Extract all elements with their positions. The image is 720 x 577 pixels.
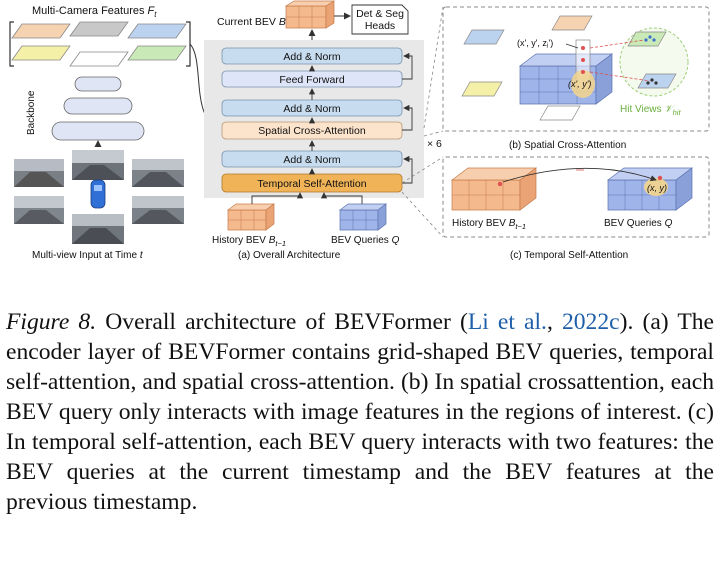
projection-line bbox=[589, 71, 651, 82]
sample-point bbox=[497, 181, 503, 187]
figure-diagram: Multi-Camera Features Ft Backbone Multi-… bbox=[9, 0, 710, 261]
input-label: Multi-view Input at Time t bbox=[32, 250, 144, 261]
query-highlight bbox=[571, 70, 595, 98]
view-plane bbox=[551, 15, 593, 31]
heads-line2: Heads bbox=[365, 20, 395, 32]
reference-point bbox=[581, 70, 585, 74]
feature-plane bbox=[127, 45, 187, 61]
zoom-line bbox=[401, 156, 444, 184]
feature-plane bbox=[69, 51, 129, 67]
backbone-label: Backbone bbox=[26, 90, 37, 135]
point-2d-label: (x', y') bbox=[568, 79, 591, 89]
panel-b: (x', y', zⱼ') (x', y') Hit Views 𝒱hit (b… bbox=[423, 6, 710, 151]
temporal-arrow bbox=[502, 167, 657, 183]
sample-point bbox=[657, 175, 663, 181]
zoom-line bbox=[423, 6, 444, 129]
caption-cite-sep: , bbox=[546, 309, 562, 335]
reference-point bbox=[581, 46, 585, 50]
ego-car-window bbox=[94, 185, 102, 191]
figure-caption: Figure 8. Overall architecture of BEVFor… bbox=[6, 307, 714, 517]
layer-temporal-self-attention-label: Temporal Self-Attention bbox=[257, 178, 366, 190]
point-3d-pointer bbox=[565, 43, 579, 49]
panel-c-frame bbox=[442, 156, 710, 238]
backbone-layer bbox=[74, 76, 122, 92]
panel-c-caption: (c) Temporal Self-Attention bbox=[510, 250, 628, 261]
view-plane bbox=[463, 29, 505, 45]
history-input-arrow bbox=[251, 192, 304, 204]
right-brace bbox=[186, 21, 191, 67]
panel-c: (x, y) History BEV Bt−1 BEV Queries Q (c… bbox=[401, 156, 710, 261]
reference-point bbox=[581, 58, 585, 62]
layer-add-norm-3 bbox=[221, 47, 403, 65]
layer-feed-forward-label: Feed Forward bbox=[279, 74, 345, 86]
point-3d-label: (x', y', zⱼ') bbox=[517, 38, 553, 48]
panel-c-history-label: History BEV Bt−1 bbox=[452, 218, 526, 231]
query-highlight bbox=[644, 178, 668, 196]
feature-plane bbox=[127, 23, 187, 39]
history-bev-label: History BEV Bt−1 bbox=[212, 235, 286, 248]
heads-line1: Det & Seg bbox=[356, 8, 404, 20]
backbone-layer bbox=[51, 121, 145, 141]
history-bev-grid bbox=[226, 203, 276, 231]
citation-link-author[interactable]: Li et al. bbox=[467, 309, 547, 335]
panel-b-frame bbox=[442, 6, 710, 132]
citation-link-year[interactable]: 2022c bbox=[561, 309, 620, 335]
panel-c-point-label: (x, y) bbox=[647, 183, 667, 193]
current-bev-label: Current BEV Bt bbox=[217, 16, 289, 30]
residual-arrow bbox=[402, 104, 413, 131]
left-panel: Multi-Camera Features Ft Backbone Multi-… bbox=[9, 5, 191, 261]
heads-box bbox=[351, 4, 409, 35]
view-plane bbox=[539, 105, 581, 121]
zoom-line bbox=[401, 191, 444, 238]
queries-input-arrow bbox=[320, 192, 363, 204]
panel-c-queries-label: BEV Queries Q bbox=[604, 218, 673, 229]
caption-text-1: Overall architecture of BEVFormer ( bbox=[96, 309, 468, 335]
panel-c-history-block bbox=[450, 167, 538, 211]
view-plane bbox=[461, 81, 503, 97]
ego-car-icon bbox=[90, 179, 106, 209]
bev-queries-label: BEV Queries Q bbox=[331, 235, 400, 246]
layer-add-norm-1-label: Add & Norm bbox=[283, 154, 340, 166]
current-bev-grid bbox=[284, 0, 336, 29]
caption-lead: Figure 8. bbox=[6, 309, 97, 335]
bev-queries-grid bbox=[338, 203, 388, 231]
zoom-line bbox=[423, 130, 444, 137]
feature-plane bbox=[69, 21, 129, 37]
backbone-layer bbox=[63, 97, 133, 115]
layer-spatial-cross-attention-label: Spatial Cross-Attention bbox=[258, 125, 366, 137]
features-title: Multi-Camera Features Ft bbox=[32, 5, 157, 19]
panel-b-caption: (b) Spatial Cross-Attention bbox=[509, 140, 626, 151]
panel-a-caption: (a) Overall Architecture bbox=[238, 250, 341, 261]
panel-b-bev-block bbox=[518, 53, 614, 105]
feature-plane bbox=[11, 45, 71, 61]
layer-add-norm-2-label: Add & Norm bbox=[283, 103, 340, 115]
panel-a: Current BEV Bt Det & Seg Heads Add & Nor… bbox=[204, 0, 442, 261]
left-brace bbox=[9, 21, 14, 67]
camera-images bbox=[14, 150, 184, 244]
caption-text-2: ). (a) The encoder layer of BEVFormer co… bbox=[6, 309, 715, 515]
residual-arrow bbox=[402, 52, 413, 80]
layer-add-norm-3-label: Add & Norm bbox=[283, 51, 340, 63]
feature-plane bbox=[11, 23, 71, 39]
hit-views-label: Hit Views 𝒱hit bbox=[620, 104, 681, 117]
projection-line bbox=[589, 39, 645, 49]
repeat-label: × 6 bbox=[427, 138, 442, 150]
residual-arrow bbox=[402, 155, 413, 184]
